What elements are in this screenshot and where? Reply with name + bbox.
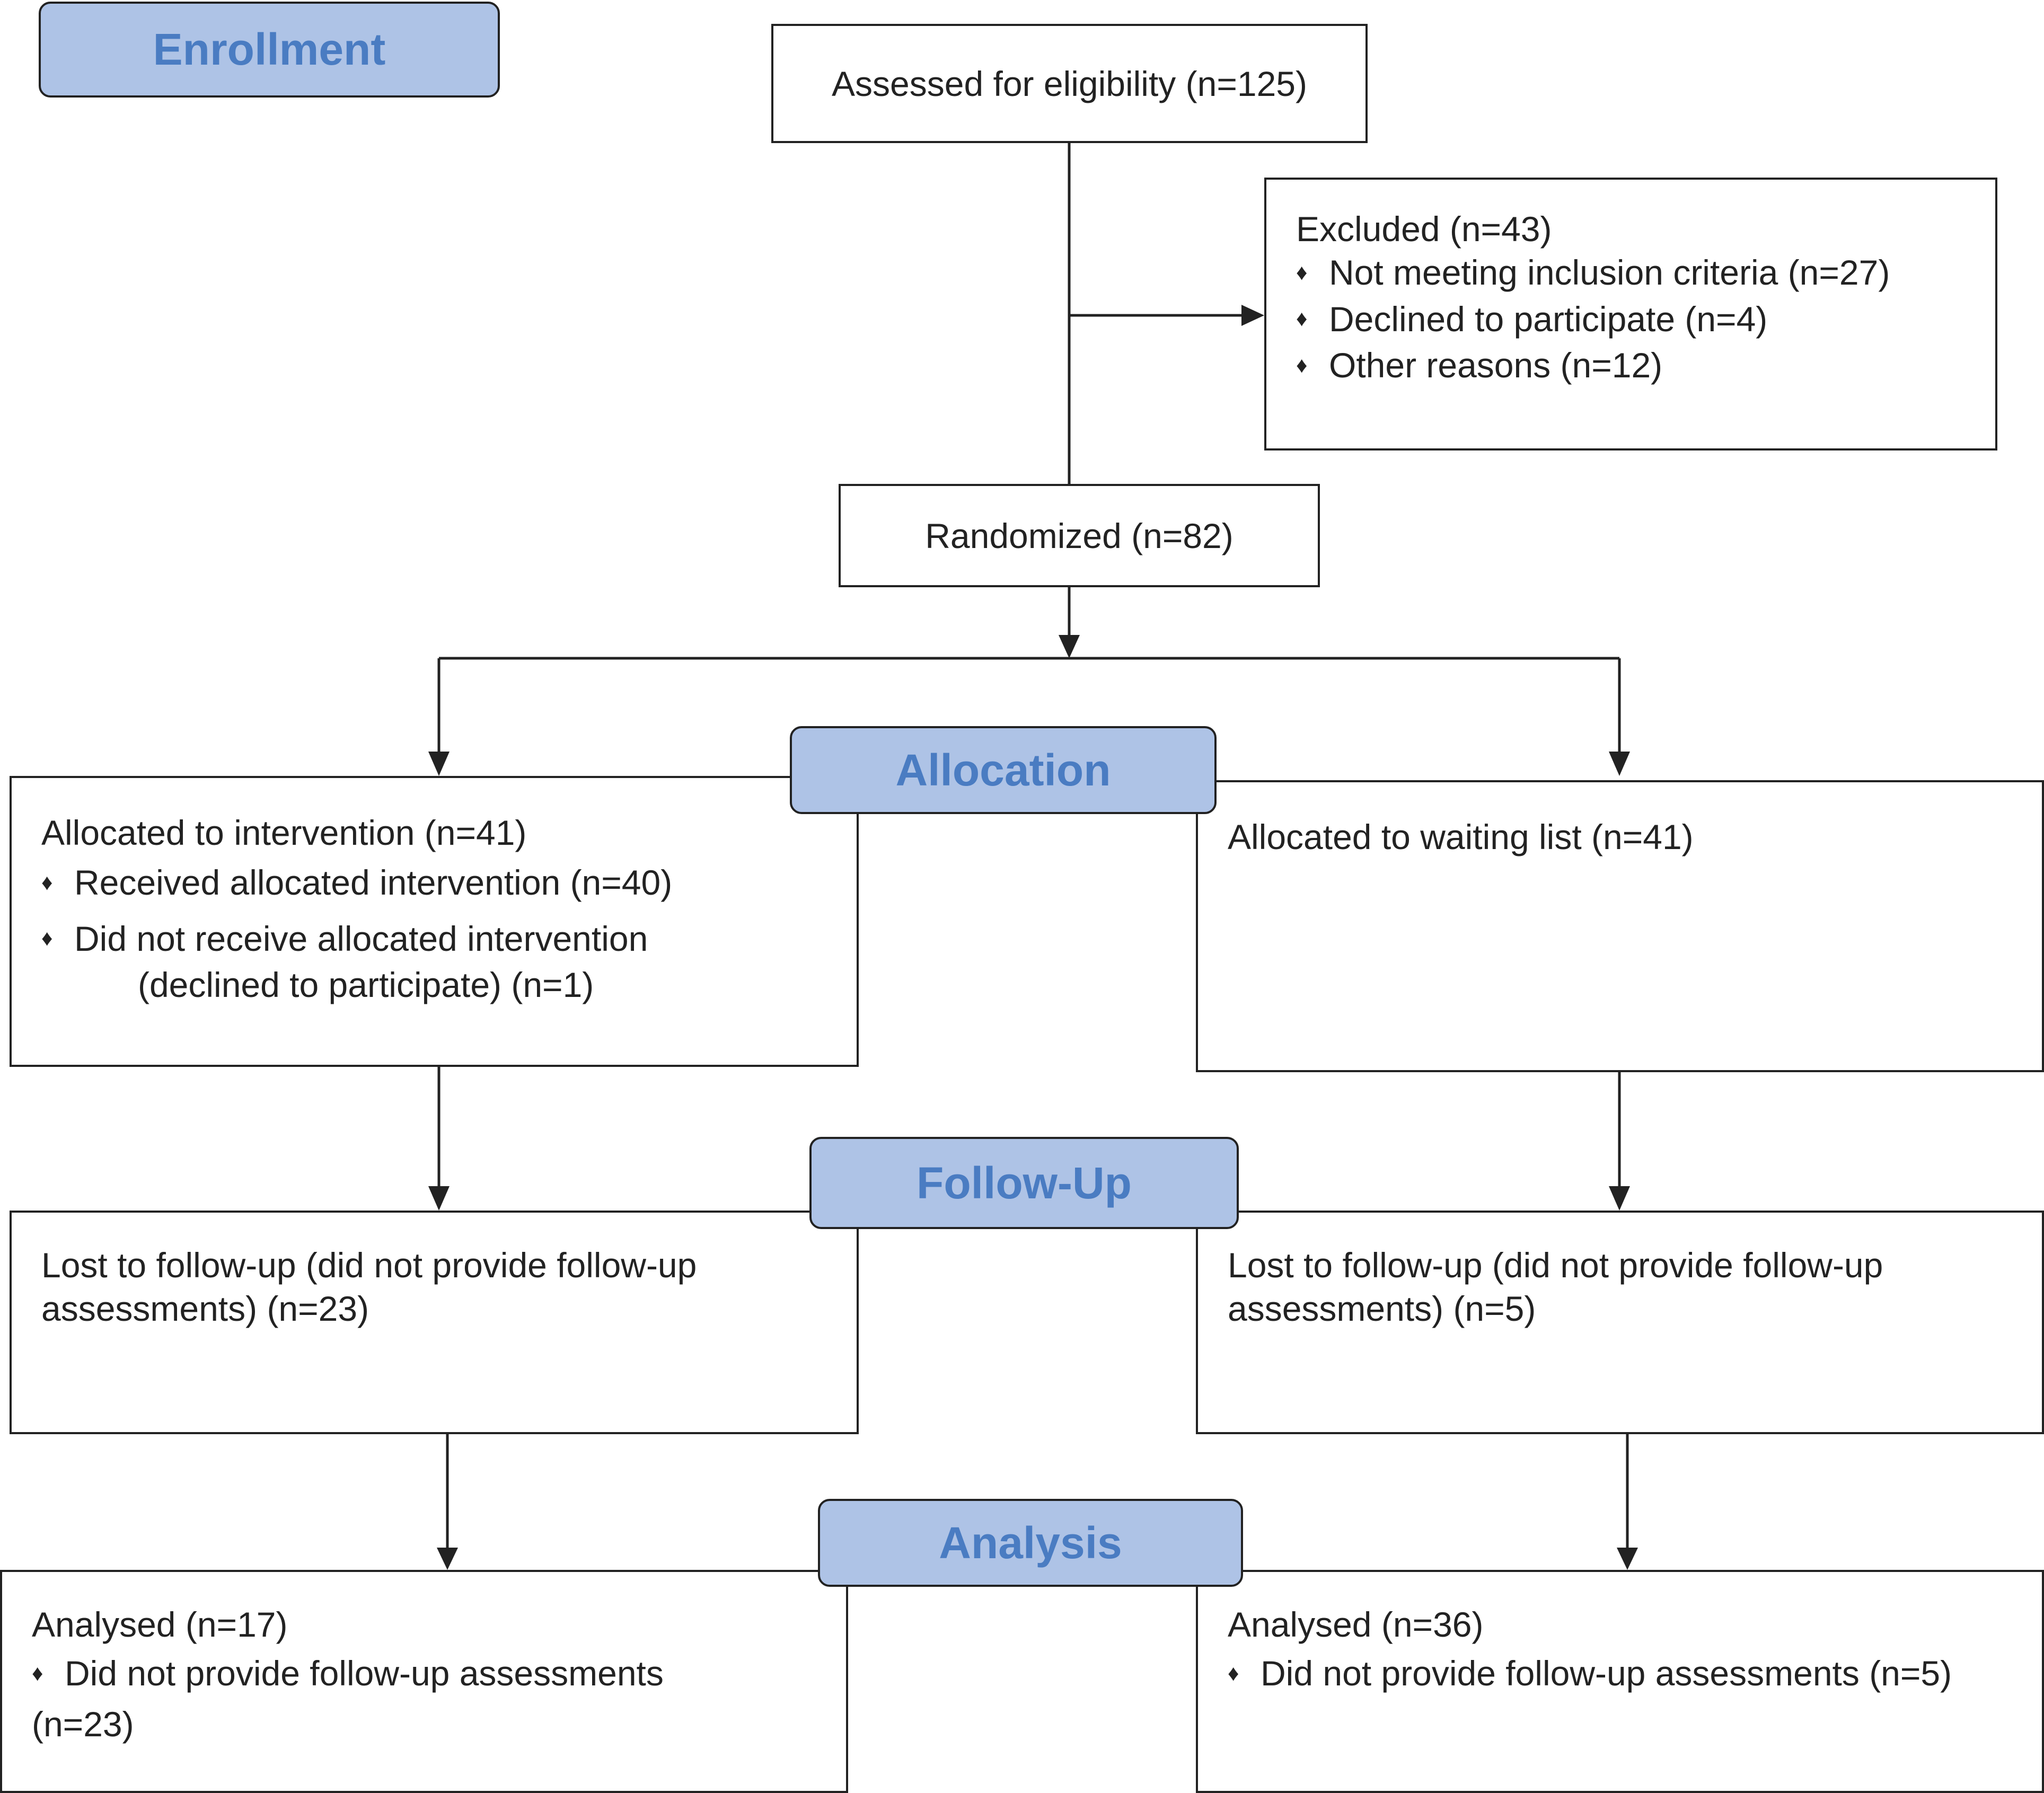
stage-label-enrollment: Enrollment: [39, 2, 500, 98]
stage-label-text: Follow-Up: [917, 1158, 1132, 1208]
arrowhead-right-followup: [1609, 1186, 1630, 1211]
stage-label-text: Analysis: [939, 1517, 1122, 1568]
intervention-analysis-continuation: (n=23): [32, 1704, 134, 1744]
bullet-icon: ♦: [1296, 352, 1308, 377]
waiting-followup-box: Lost to follow-up (did not provide follo…: [1196, 1211, 2044, 1434]
excluded-box: Excluded (n=43) ♦Not meeting inclusion c…: [1264, 178, 1997, 451]
arrowhead-right-allocation: [1609, 752, 1630, 776]
excluded-item: ♦Not meeting inclusion criteria (n=27): [1296, 251, 1995, 297]
excluded-title: Excluded (n=43): [1296, 209, 1552, 249]
excluded-item: ♦Other reasons (n=12): [1296, 343, 1995, 390]
assessed-box: Assessed for eligibility (n=125): [771, 24, 1368, 143]
bullet-icon: ♦: [41, 869, 53, 895]
intervention-allocation-continuation: (declined to participate) (n=1): [138, 965, 594, 1005]
bullet-icon: ♦: [32, 1660, 43, 1685]
bullet-icon: ♦: [1296, 306, 1308, 331]
waiting-followup-line2: assessments) (n=5): [1228, 1289, 1536, 1328]
bullet-icon: ♦: [1296, 259, 1308, 285]
intervention-analysis-item: ♦Did not provide follow-up assessments: [32, 1651, 846, 1698]
assessed-text: Assessed for eligibility (n=125): [832, 64, 1307, 103]
bullet-icon: ♦: [41, 925, 53, 951]
waiting-analysis-box: Analysed (n=36) ♦Did not provide follow-…: [1196, 1570, 2044, 1793]
arrowhead-excluded: [1241, 305, 1264, 326]
excluded-item: ♦Declined to participate (n=4): [1296, 297, 1995, 344]
stage-label-text: Enrollment: [153, 24, 386, 74]
arrowhead-right-analysis: [1617, 1548, 1638, 1570]
intervention-allocation-item: ♦Did not receive allocated intervention: [41, 917, 857, 964]
intervention-followup-box: Lost to follow-up (did not provide follo…: [10, 1211, 859, 1434]
arrowhead-randomized: [1059, 635, 1080, 658]
waiting-analysis-title: Analysed (n=36): [1228, 1605, 1484, 1644]
randomized-text: Randomized (n=82): [925, 516, 1234, 555]
stage-label-follow-up: Follow-Up: [809, 1137, 1239, 1229]
stage-label-allocation: Allocation: [790, 726, 1217, 814]
intervention-allocation-box: Allocated to intervention (n=41) ♦Receiv…: [10, 776, 859, 1067]
arrowhead-left-followup: [428, 1186, 450, 1211]
randomized-box: Randomized (n=82): [839, 484, 1320, 587]
waiting-allocation-box: Allocated to waiting list (n=41): [1196, 780, 2044, 1072]
intervention-allocation-item: ♦Received allocated intervention (n=40): [41, 861, 857, 907]
stage-label-text: Allocation: [895, 745, 1111, 795]
intervention-analysis-box: Analysed (n=17) ♦Did not provide follow-…: [0, 1570, 848, 1793]
arrowhead-left-allocation: [428, 752, 450, 776]
arrowhead-left-analysis: [437, 1548, 458, 1570]
waiting-followup-line1: Lost to follow-up (did not provide follo…: [1228, 1246, 1883, 1285]
intervention-followup-line2: assessments) (n=23): [41, 1289, 369, 1328]
intervention-followup-line1: Lost to follow-up (did not provide follo…: [41, 1246, 697, 1285]
intervention-analysis-title: Analysed (n=17): [32, 1605, 288, 1644]
waiting-analysis-item: ♦Did not provide follow-up assessments (…: [1228, 1651, 2042, 1698]
bullet-icon: ♦: [1228, 1660, 1239, 1685]
intervention-allocation-title: Allocated to intervention (n=41): [41, 813, 527, 852]
waiting-allocation-title: Allocated to waiting list (n=41): [1228, 817, 1694, 856]
stage-label-analysis: Analysis: [818, 1499, 1243, 1587]
